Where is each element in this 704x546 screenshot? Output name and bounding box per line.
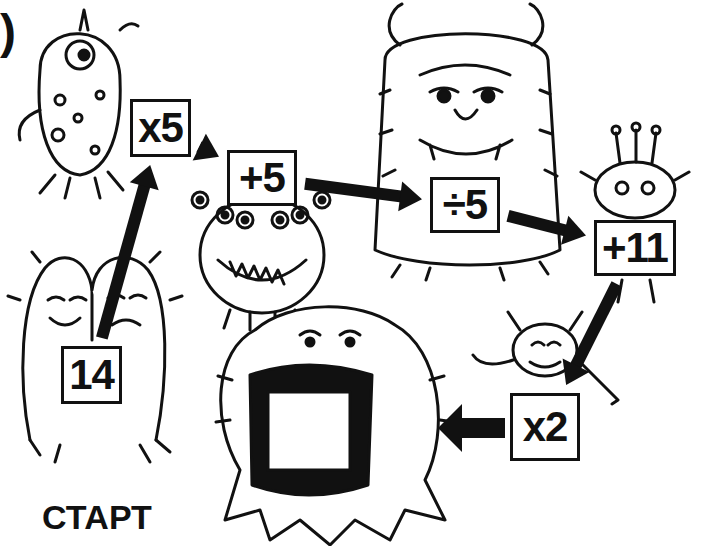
flow-arrow [193,134,219,161]
start-label: СТАРТ [42,500,152,534]
card-text: x5 [138,107,183,149]
number-card: x5 [130,99,191,157]
card-text: +11 [602,227,668,269]
number-card: 14 [61,346,122,404]
flow-arrow [563,284,617,385]
card-text: +5 [239,157,285,199]
number-card: +5 [227,150,297,206]
flow-arrow [508,216,586,245]
number-card: +11 [594,220,676,276]
flow-arrow [102,165,159,338]
card-text: 14 [69,354,114,396]
flow-arrow [305,182,422,212]
number-card: ÷5 [430,177,500,233]
card-text: ÷5 [443,184,487,226]
task-number-mark: ) [0,8,16,56]
number-card: x2 [510,393,580,461]
card-text: x2 [523,406,568,448]
